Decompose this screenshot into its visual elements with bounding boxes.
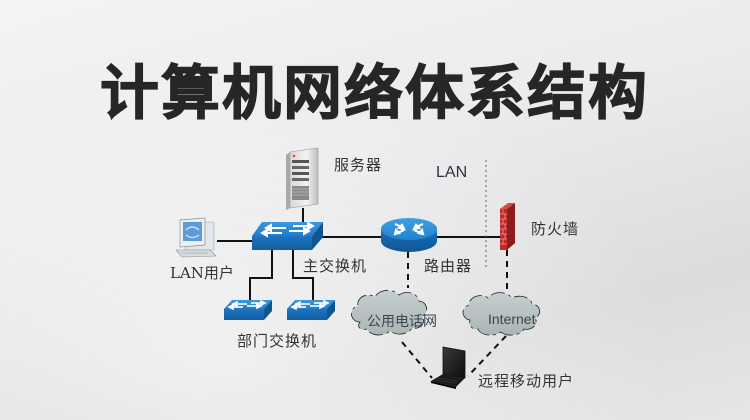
dept-switch-1-icon xyxy=(224,299,272,320)
remote-user-label: 远程移动用户 xyxy=(478,372,575,390)
link-pstn-laptop xyxy=(401,341,433,379)
link-switch-dept2 xyxy=(292,250,314,300)
connections xyxy=(217,160,508,379)
lan-user-label: LAN用户 xyxy=(170,264,234,282)
link-internet-laptop xyxy=(467,335,507,377)
firewall-icon xyxy=(500,203,515,250)
firewall-label: 防火墙 xyxy=(531,220,580,238)
pstn-cloud-icon xyxy=(351,289,427,336)
lan-zone-label: LAN xyxy=(436,164,468,181)
dept-switch-2-icon xyxy=(287,299,335,320)
laptop-icon xyxy=(431,346,466,389)
dept-switch-label: 部门交换机 xyxy=(237,332,318,350)
internet-cloud-icon xyxy=(462,292,540,336)
server-icon xyxy=(286,147,319,210)
main-switch-icon xyxy=(252,221,323,250)
page-title: 计算机网络体系结构 xyxy=(100,58,650,128)
desktop-computer-icon xyxy=(175,217,217,258)
pstn-cloud-label: 公用电话网 xyxy=(367,313,437,329)
link-switch-dept1 xyxy=(249,250,273,300)
router-label: 路由器 xyxy=(424,257,473,275)
server-label: 服务器 xyxy=(334,156,383,174)
router-icon xyxy=(381,218,437,252)
internet-cloud-label: Internet xyxy=(488,311,536,327)
main-switch-label: 主交换机 xyxy=(303,257,368,275)
